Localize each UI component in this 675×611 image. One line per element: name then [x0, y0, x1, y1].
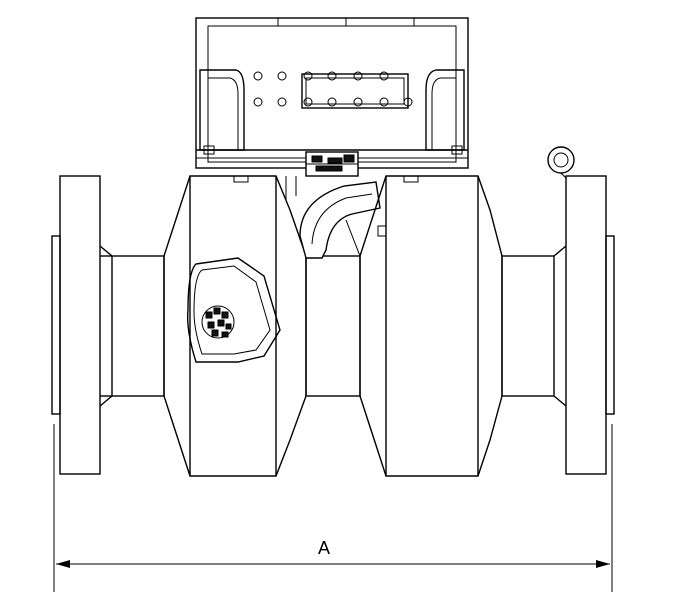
gooseneck-pipe	[285, 176, 387, 259]
center-neck	[305, 255, 361, 397]
right-neck	[501, 245, 567, 407]
right-flange	[565, 175, 615, 475]
dimension-label: A	[318, 538, 331, 558]
badge-plate	[186, 257, 281, 363]
index-head	[195, 17, 469, 169]
index-display-icon	[253, 71, 413, 109]
right-housing	[359, 175, 503, 477]
left-housing	[163, 175, 307, 477]
dimension-a	[53, 424, 613, 592]
lifting-eye-icon	[547, 146, 575, 179]
left-flange	[51, 175, 112, 475]
connector-icon	[305, 151, 359, 177]
left-neck	[99, 245, 165, 407]
